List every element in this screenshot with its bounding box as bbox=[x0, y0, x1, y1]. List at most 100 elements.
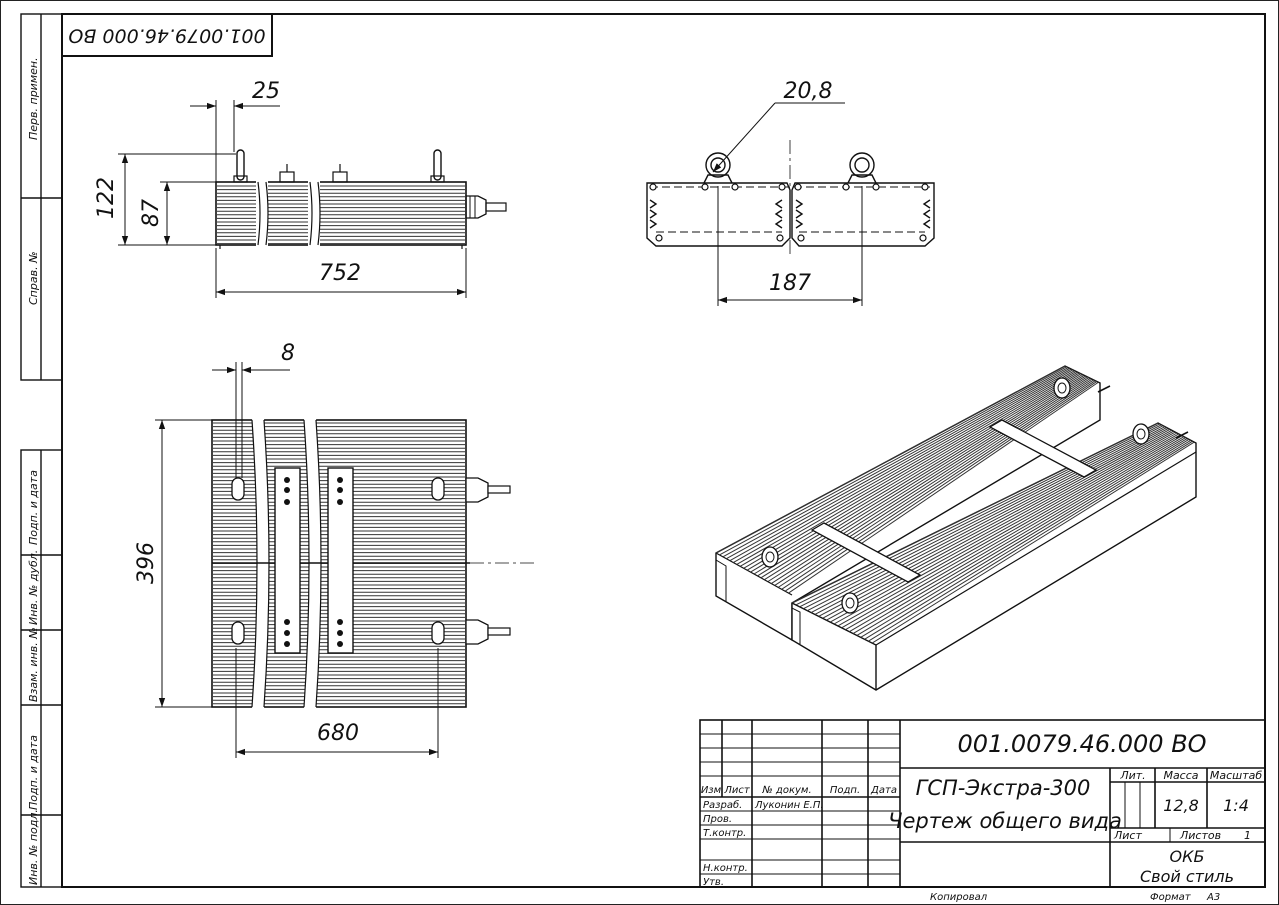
format-label: Формат bbox=[1150, 892, 1192, 903]
organization-line1: ОКБ bbox=[1170, 847, 1205, 866]
end-view-bolts bbox=[649, 183, 929, 242]
fin-line bbox=[715, 365, 1066, 554]
col-list: Лист bbox=[723, 785, 751, 796]
fin-line bbox=[746, 372, 1080, 571]
isometric-view bbox=[715, 365, 1197, 691]
fin-line bbox=[807, 426, 1166, 612]
fin-line bbox=[833, 432, 1178, 625]
mass-value: 12,8 bbox=[1163, 796, 1199, 815]
scale-value: 1:4 bbox=[1223, 796, 1249, 815]
fin-line bbox=[799, 424, 1162, 608]
fin-line bbox=[733, 369, 1074, 563]
dim-front-height-body: 87 bbox=[139, 199, 164, 227]
dim-front-height-total: 122 bbox=[94, 177, 119, 219]
fin-line bbox=[750, 373, 1082, 573]
lit-label: Лит. bbox=[1119, 769, 1145, 782]
fin-line bbox=[757, 374, 1085, 577]
strip-label-perv: Перв. примен. bbox=[27, 57, 40, 140]
sheets-label: Листов bbox=[1179, 829, 1221, 842]
rotated-document-code: 001.0079.46.000 ВО bbox=[68, 25, 265, 47]
fin-line bbox=[743, 371, 1078, 569]
col-podp: Подп. bbox=[830, 785, 860, 796]
fin-line bbox=[777, 379, 1094, 588]
fin-line bbox=[864, 439, 1192, 640]
fin-line bbox=[837, 433, 1179, 627]
fin-line bbox=[726, 367, 1071, 560]
fin-line bbox=[856, 438, 1188, 636]
fin-line bbox=[736, 370, 1075, 565]
title-block bbox=[699, 719, 1266, 888]
fin-line bbox=[803, 425, 1164, 610]
fin-line bbox=[729, 368, 1072, 562]
fin-line bbox=[722, 367, 1069, 558]
strip-label-vzam: Взам. инв. № bbox=[27, 627, 40, 702]
fin-line bbox=[822, 429, 1173, 619]
document-code: 001.0079.46.000 ВО bbox=[957, 730, 1206, 758]
fin-line bbox=[781, 380, 1096, 590]
col-data: Дата bbox=[870, 785, 897, 796]
end-view bbox=[646, 140, 935, 258]
fin-line bbox=[868, 440, 1193, 642]
fin-line bbox=[767, 377, 1090, 583]
dim-end-ring: 20,8 bbox=[784, 79, 833, 104]
fin-line bbox=[771, 377, 1091, 584]
role-razrab: Разраб. bbox=[703, 799, 742, 811]
drawing-title: Чертеж общего вида bbox=[888, 809, 1122, 833]
role-utv: Утв. bbox=[703, 877, 724, 888]
fin-line bbox=[826, 430, 1174, 621]
side-strip bbox=[20, 13, 63, 888]
end-dimensions bbox=[712, 102, 863, 306]
dim-top-width: 680 bbox=[317, 721, 359, 746]
code-box-rotated bbox=[61, 13, 273, 57]
fin-line bbox=[852, 437, 1186, 634]
front-dimensions bbox=[118, 100, 467, 298]
fin-line bbox=[814, 428, 1169, 615]
organization-line2: Свой стиль bbox=[1140, 867, 1234, 886]
dim-top-offset: 8 bbox=[281, 341, 295, 366]
dim-top-height: 396 bbox=[134, 542, 159, 584]
top-dimensions bbox=[155, 362, 439, 758]
fin-line bbox=[810, 427, 1167, 613]
fin-line bbox=[739, 370, 1077, 567]
role-nkontr: Н.контр. bbox=[703, 863, 748, 874]
scale-label: Масштаб bbox=[1210, 769, 1262, 782]
strip-label-inv-dubl: Инв. № дубл. bbox=[27, 550, 40, 625]
role-prov: Пров. bbox=[703, 814, 732, 825]
strip-label-inv-podl: Инв. № подл. bbox=[27, 809, 40, 885]
fin-line bbox=[774, 378, 1093, 586]
fin-line bbox=[719, 366, 1067, 556]
top-view-bolts bbox=[284, 477, 343, 647]
sheets-value: 1 bbox=[1244, 829, 1251, 842]
fin-line bbox=[760, 375, 1086, 579]
strip-label-podp1: Подп. и дата bbox=[27, 470, 40, 545]
format-value: А3 bbox=[1206, 892, 1220, 903]
sheet-label: Лист bbox=[1113, 829, 1142, 842]
fin-line bbox=[818, 428, 1171, 617]
fin-line bbox=[753, 374, 1083, 575]
product-name: ГСП-Экстра-300 bbox=[916, 776, 1091, 800]
fin-line bbox=[871, 441, 1195, 644]
top-view bbox=[211, 418, 535, 709]
fin-line bbox=[795, 423, 1160, 606]
fin-line bbox=[791, 422, 1159, 604]
front-view bbox=[215, 149, 507, 249]
fin-line bbox=[829, 431, 1176, 623]
name-razrab: Луконин Е.П. bbox=[754, 800, 824, 811]
fin-line bbox=[764, 376, 1088, 581]
fin-line bbox=[841, 434, 1181, 629]
col-n-dokum: № докум. bbox=[761, 785, 811, 796]
fin-line bbox=[849, 436, 1185, 633]
fin-line bbox=[860, 438, 1190, 638]
dim-end-width: 187 bbox=[769, 271, 811, 296]
dim-front-width: 752 bbox=[319, 261, 361, 286]
dim-front-offset: 25 bbox=[252, 79, 280, 104]
copied-label: Копировал bbox=[930, 892, 988, 903]
fin-line bbox=[784, 381, 1098, 592]
strip-label-podp2: Подп. и дата bbox=[27, 735, 40, 810]
fin-line bbox=[845, 435, 1183, 631]
col-izm: Изм bbox=[701, 785, 722, 796]
fin-line bbox=[788, 381, 1099, 594]
role-tkontr: Т.контр. bbox=[703, 828, 746, 839]
mass-label: Масса bbox=[1163, 769, 1198, 782]
strip-label-sprav: Справ. № bbox=[27, 251, 40, 305]
